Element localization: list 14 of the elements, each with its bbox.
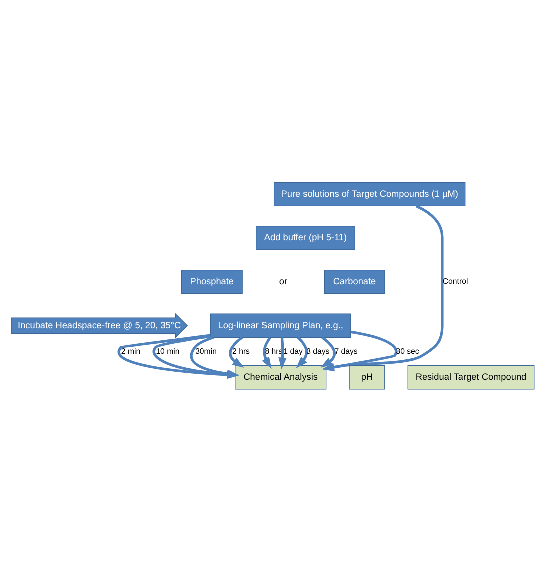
node-box: pH: [349, 365, 386, 390]
node-box: Pure solutions of Target Compounds (1 µM): [274, 182, 466, 206]
arrow: [296, 336, 308, 368]
node-box: Add buffer (pH 5-11): [256, 226, 356, 250]
node-box: Phosphate: [181, 269, 243, 294]
node-box: Chemical Analysis: [235, 365, 327, 390]
arrow: [320, 336, 336, 368]
node-box: Residual Target Compound: [408, 365, 535, 390]
arrow: [262, 336, 272, 369]
node-box: Carbonate: [324, 269, 386, 294]
arrow: [278, 337, 287, 370]
node-box: Log-linear Sampling Plan, e.g.,: [210, 313, 352, 338]
label: or: [279, 276, 288, 286]
arrow: [229, 336, 244, 368]
